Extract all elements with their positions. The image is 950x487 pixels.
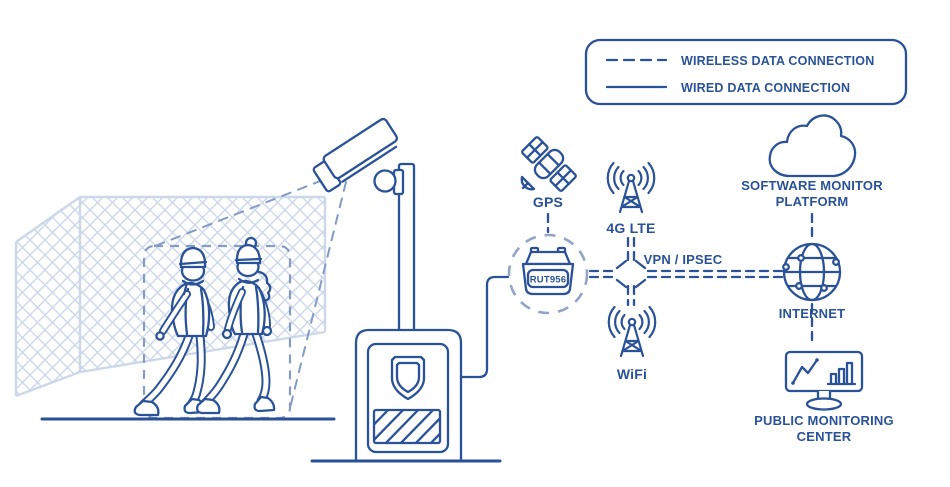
legend-wired-label: WIRED DATA CONNECTION [681, 81, 850, 95]
platform-label-line2: PLATFORM [776, 194, 849, 209]
monitoring-label-line1: PUBLIC MONITORING [754, 413, 894, 428]
globe-icon [782, 242, 842, 302]
router-device-icon: RUT956 [521, 246, 575, 296]
wifi-tower-icon [607, 305, 657, 358]
platform-label-line1: SOFTWARE MONITOR [741, 178, 883, 193]
vpn-label: VPN / IPSEC [644, 252, 723, 267]
legend-wireless-label: WIRELESS DATA CONNECTION [681, 54, 874, 68]
internet-node: INTERNET [779, 212, 846, 347]
pedestrian-right [195, 236, 276, 415]
legend: WIRELESS DATA CONNECTION WIRED DATA CONN… [584, 38, 908, 106]
router-model-label: RUT956 [530, 275, 567, 286]
platform-node: SOFTWARE MONITOR PLATFORM [741, 114, 883, 209]
wireless-connection-lines [588, 236, 784, 307]
lte-node: 4G LTE [606, 161, 656, 236]
monitoring-label-line2: CENTER [797, 429, 852, 444]
monitor-chart-icon [784, 350, 864, 411]
shield-cabinet-icon [354, 328, 463, 462]
wifi-label: WiFi [617, 366, 647, 382]
pedestrian-left [133, 246, 215, 417]
wired-connection-line [459, 275, 510, 379]
gps-satellite-icon [520, 136, 577, 192]
monitoring-node: PUBLIC MONITORING CENTER [754, 350, 894, 444]
internet-label: INTERNET [779, 306, 846, 321]
router-node: RUT956 [507, 233, 589, 315]
gps-label: GPS [533, 194, 563, 210]
gps-node: GPS [520, 136, 577, 234]
cloud-icon [768, 114, 857, 178]
cellular-tower-icon [606, 161, 656, 214]
wifi-node: WiFi [607, 305, 657, 382]
lte-label: 4G LTE [606, 220, 655, 236]
camera-fov-cone [149, 173, 347, 413]
cctv-camera-icon [312, 117, 405, 196]
